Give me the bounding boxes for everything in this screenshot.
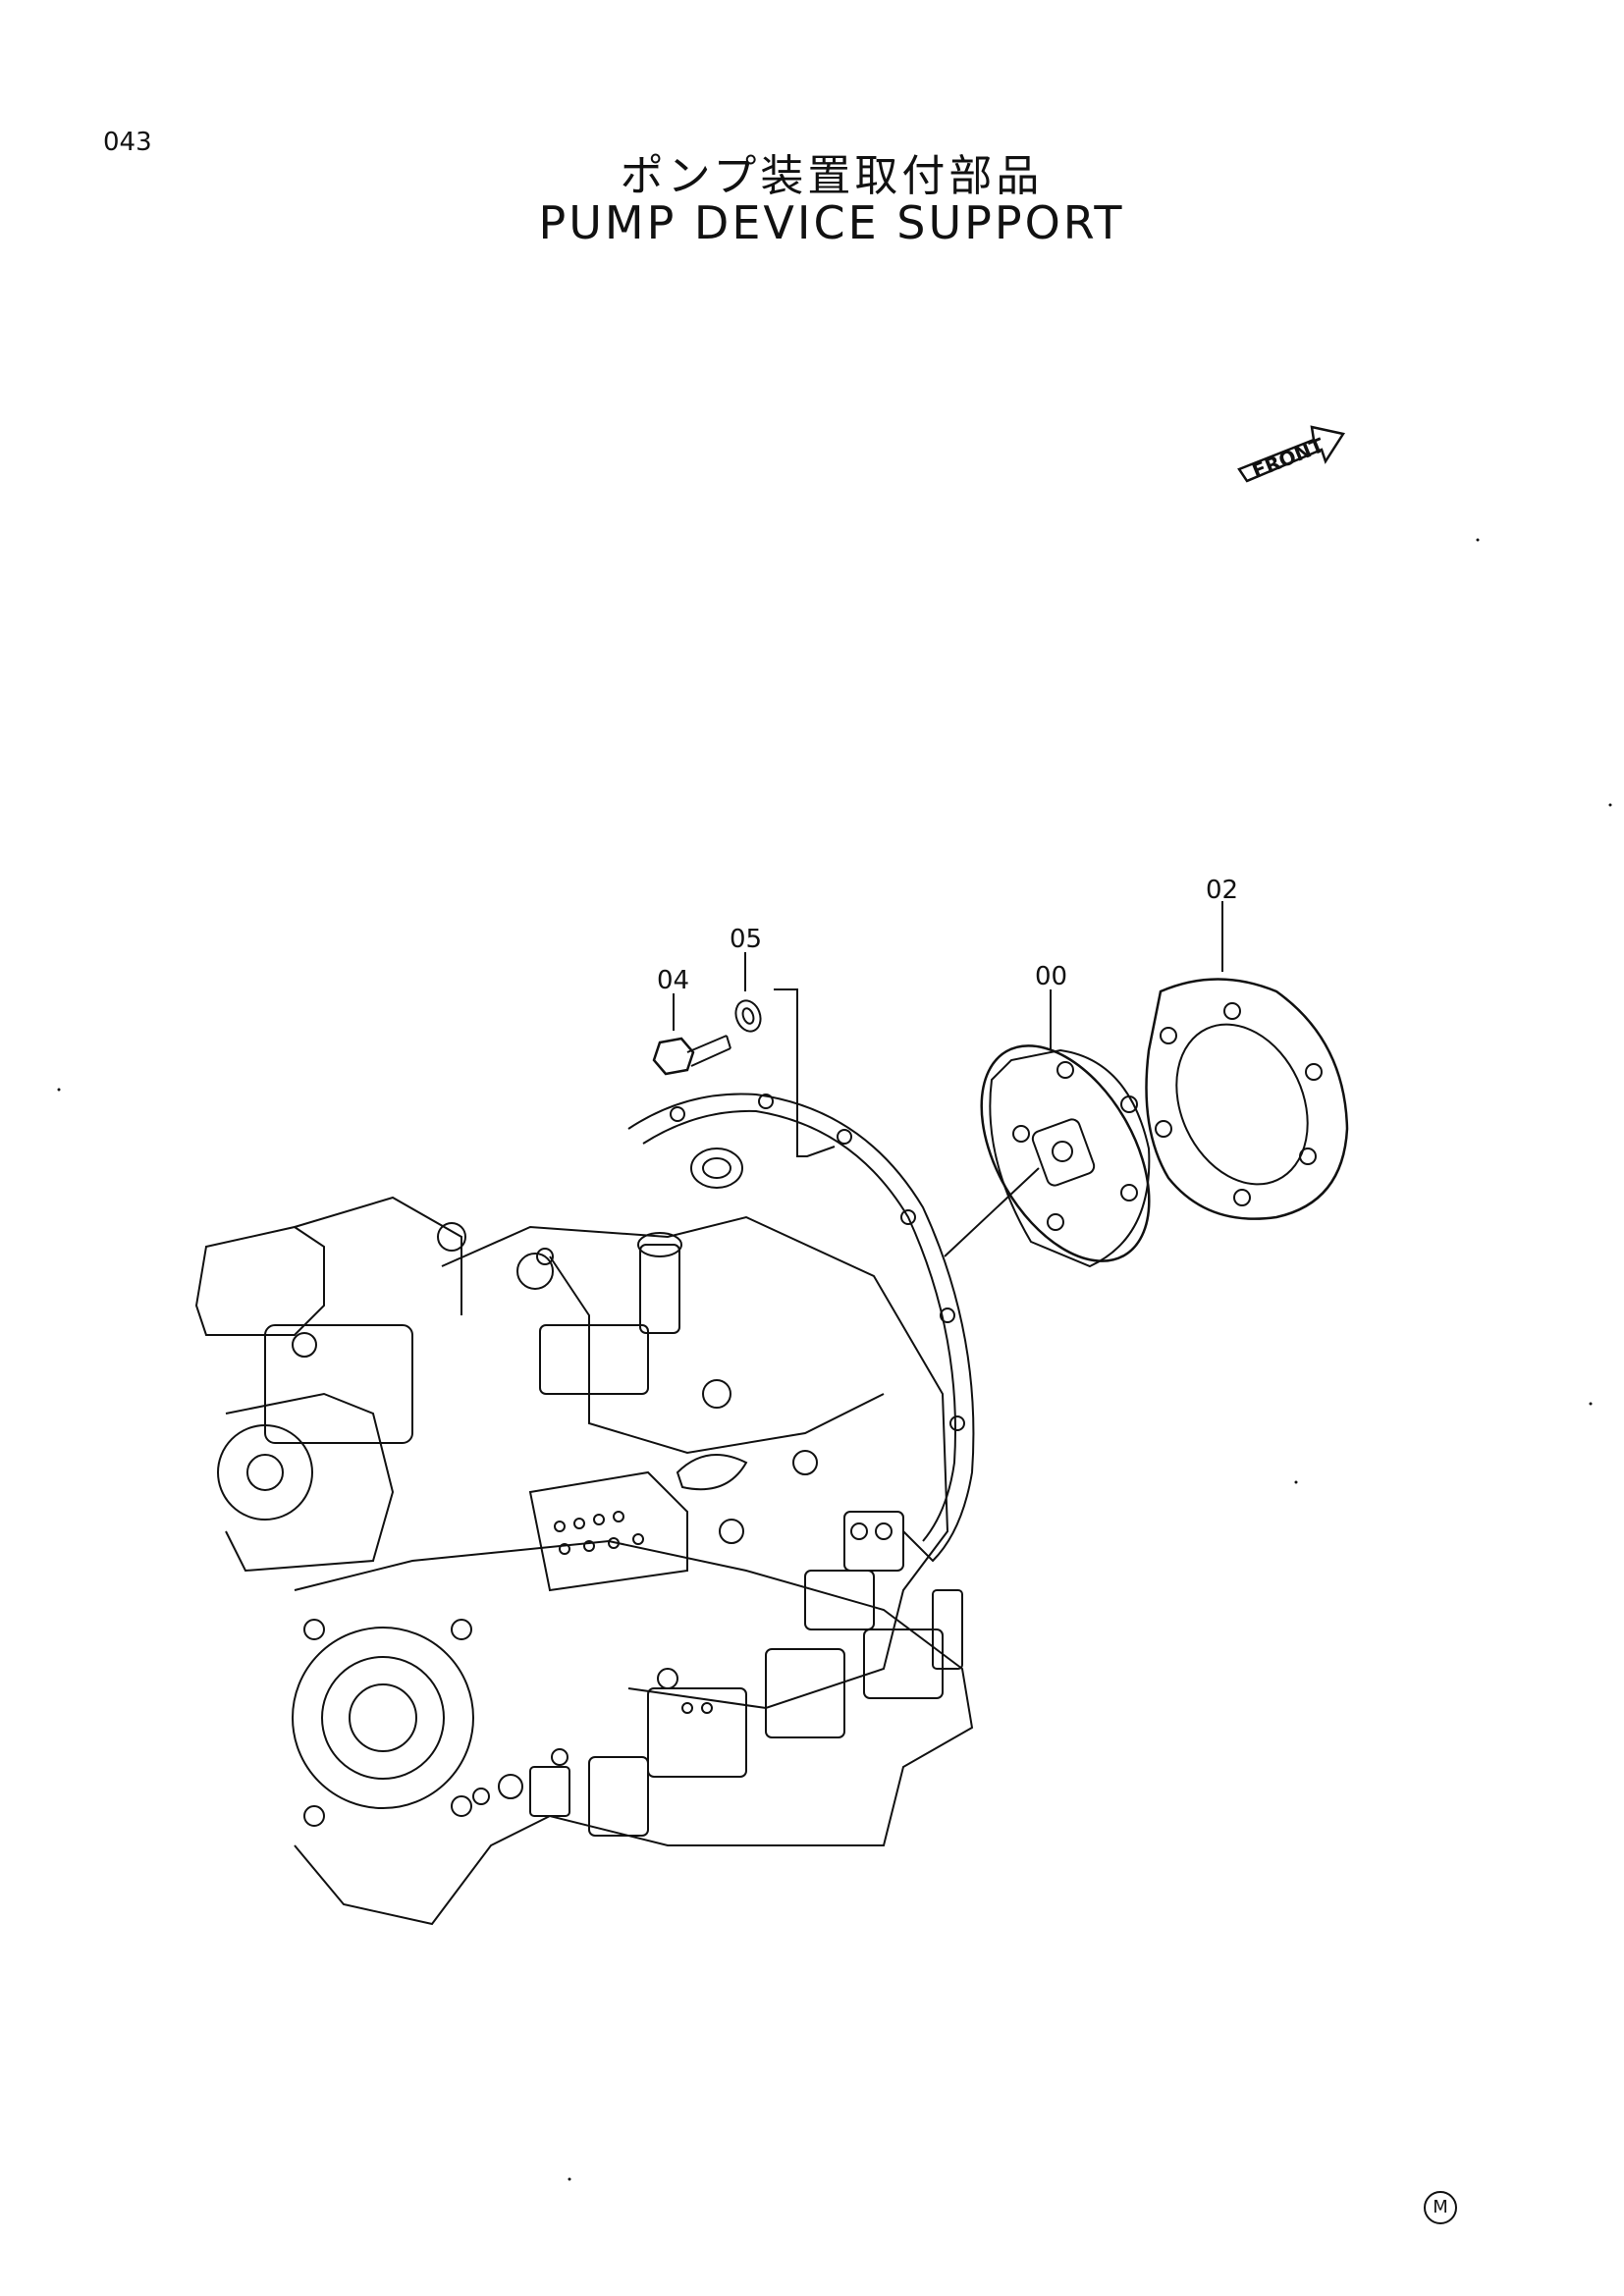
leader-00-pointer	[944, 1167, 1040, 1257]
page-title-japanese: ポンプ装置取付部品	[620, 151, 1044, 201]
gasket-ring-part	[1145, 978, 1349, 1220]
page-number: 043	[103, 128, 152, 157]
front-label: FRONT	[1249, 433, 1327, 483]
pump-assembly	[194, 1093, 975, 1926]
page-title-english: PUMP DEVICE SUPPORT	[538, 196, 1125, 249]
callout-05: 05	[730, 925, 763, 954]
callout-02: 02	[1206, 876, 1239, 905]
bolt-part	[652, 1035, 731, 1076]
callout-04: 04	[657, 966, 690, 995]
background-specks	[57, 538, 1612, 2181]
callout-00: 00	[1035, 962, 1068, 991]
coupling-disk-part	[980, 1044, 1151, 1268]
front-arrow-icon: FRONT	[1237, 425, 1346, 483]
washer-part	[734, 999, 762, 1033]
m-mark-icon: M	[1424, 2191, 1457, 2224]
leader-05-bracket	[774, 988, 836, 1157]
